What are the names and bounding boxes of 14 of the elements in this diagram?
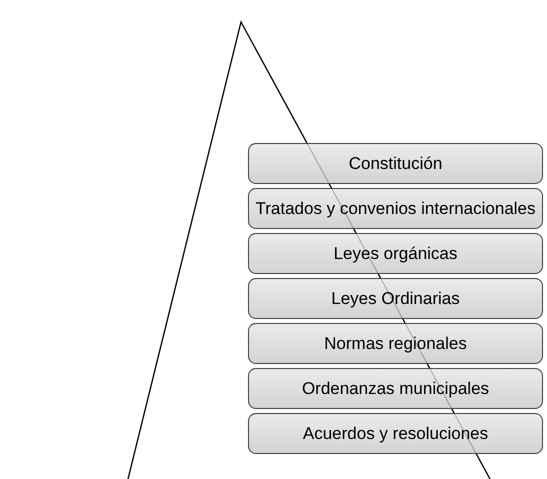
level-box — [248, 368, 543, 409]
level-label: Acuerdos y resoluciones — [302, 425, 488, 442]
level-label: Leyes orgánicas — [334, 245, 458, 262]
level-box — [248, 188, 543, 229]
level-box — [248, 278, 543, 319]
level-label: Ordenanzas municipales — [302, 380, 490, 397]
level-label: Constitución — [348, 155, 442, 172]
level-label: Tratados y convenios internacionales — [255, 200, 536, 217]
level-box — [248, 413, 543, 454]
level-label: Leyes Ordinarias — [331, 290, 460, 307]
level-box — [248, 233, 543, 274]
level-label: Normas regionales — [324, 335, 467, 352]
level-box — [248, 323, 543, 364]
level-box — [248, 143, 543, 184]
